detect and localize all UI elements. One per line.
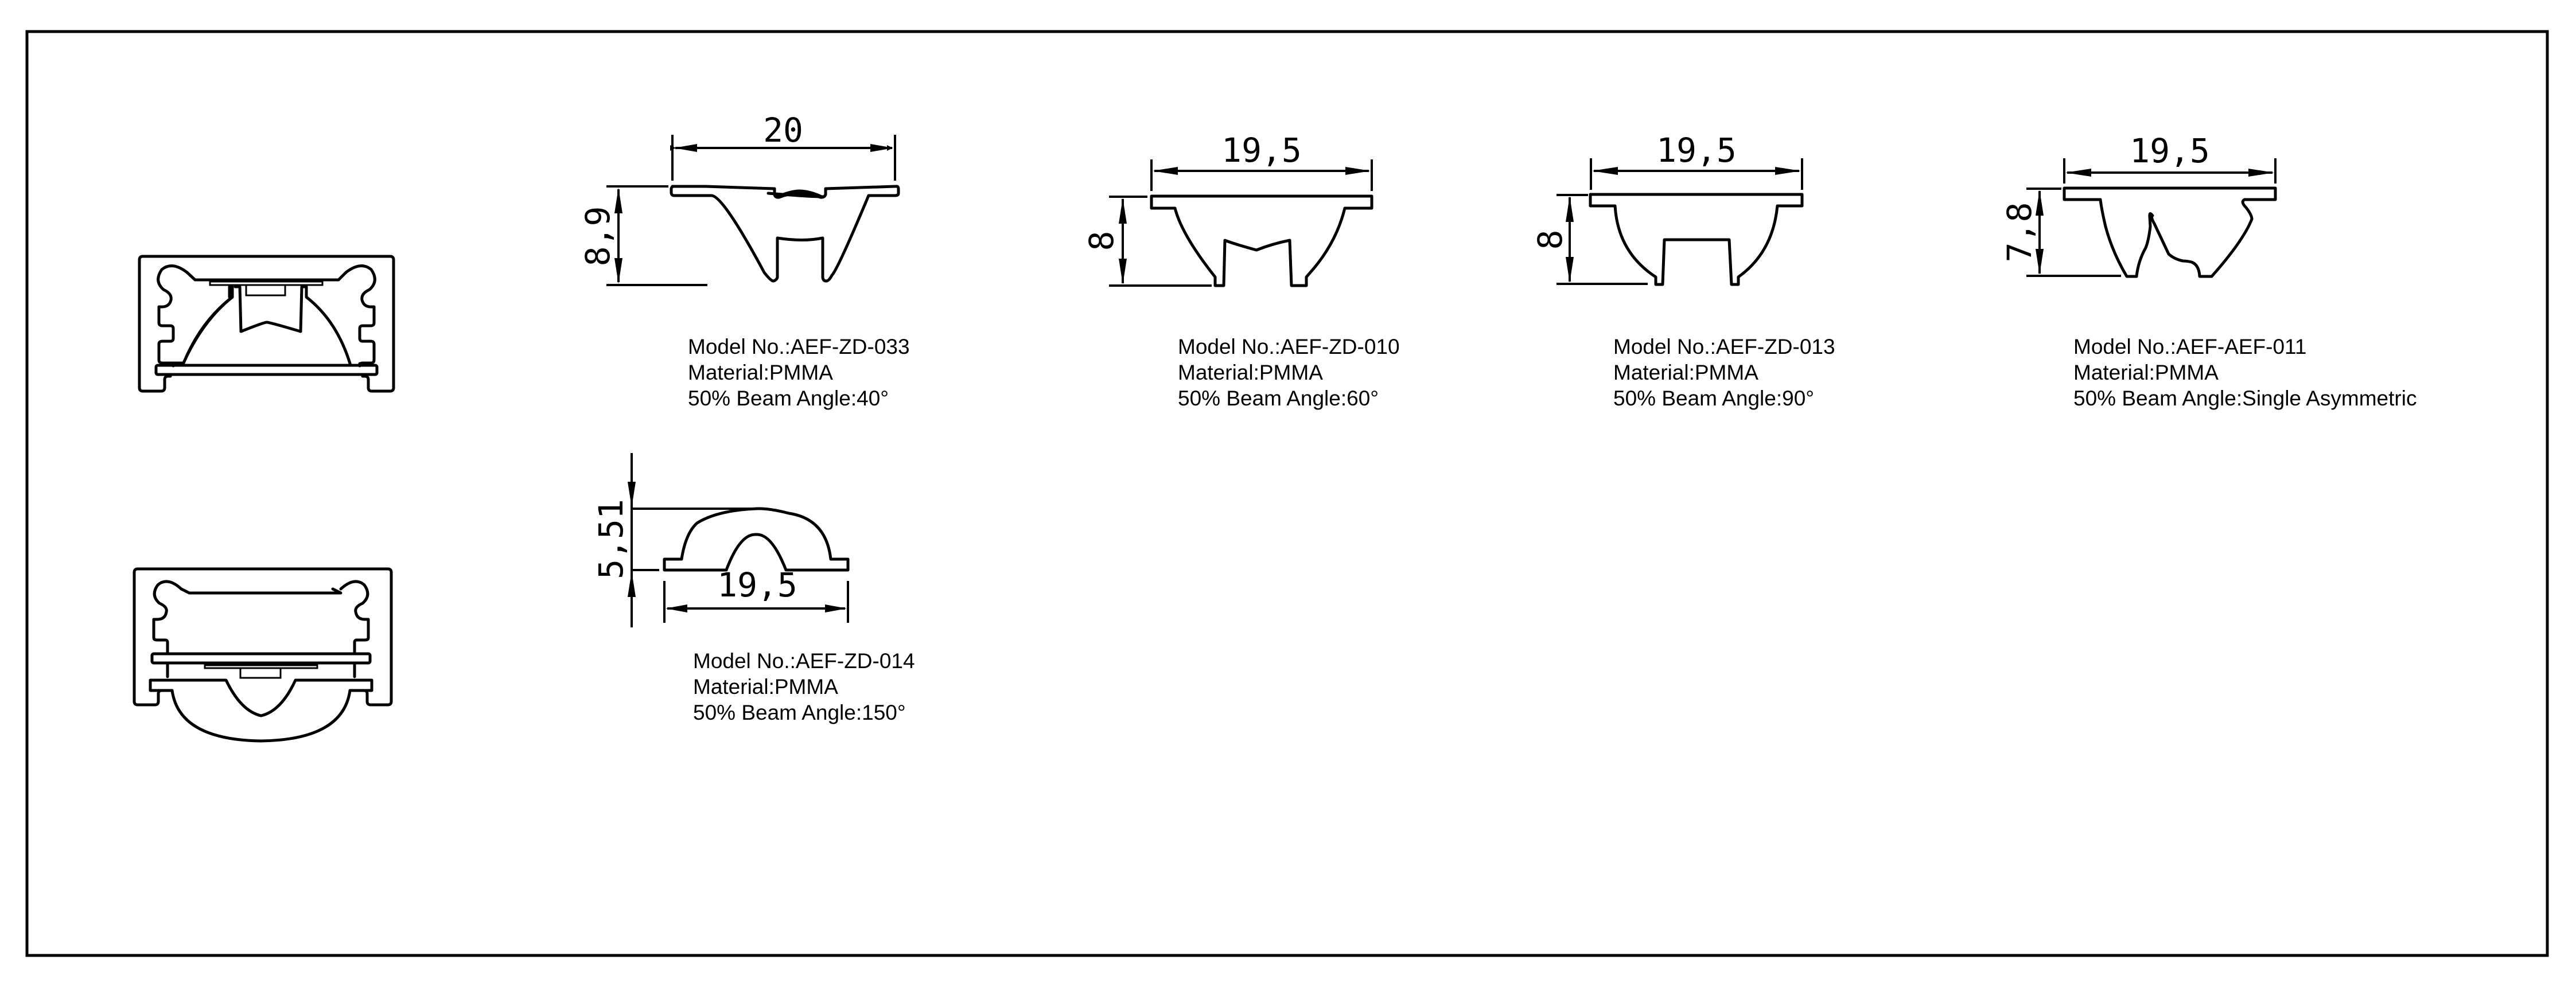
lens-drawing-aef011: 19,5 7,8 <box>2000 131 2277 278</box>
material: Material:PMMA <box>2073 361 2219 384</box>
width-dimension-label: 19,5 <box>1221 131 1302 170</box>
spec-block-aef011: Model No.:AEF-AEF-011 Material:PMMA 50% … <box>2073 334 2417 411</box>
beam-angle: 50% Beam Angle:90° <box>1613 387 1815 410</box>
model-number: Model No.:AEF-ZD-033 <box>688 335 910 358</box>
width-dimension-label: 19,5 <box>1656 131 1737 170</box>
lens-drawing-zd033: 20 8,9 <box>578 111 900 286</box>
beam-angle: 50% Beam Angle:40° <box>688 387 889 410</box>
spec-block-zd013: Model No.:AEF-ZD-013 Material:PMMA 50% B… <box>1613 334 1835 411</box>
lens-drawing-zd010: 19,5 8 <box>1082 131 1373 287</box>
model-number: Model No.:AEF-ZD-010 <box>1178 335 1400 358</box>
model-number: Model No.:AEF-ZD-014 <box>693 649 915 673</box>
drawing-frame <box>25 30 2549 957</box>
material: Material:PMMA <box>693 675 838 699</box>
spec-block-zd014: Model No.:AEF-ZD-014 Material:PMMA 50% B… <box>693 648 915 725</box>
width-dimension-label: 19,5 <box>717 565 797 604</box>
height-dimension-label: 8,9 <box>578 206 617 267</box>
profile-assembly-deep-lens <box>138 255 395 393</box>
beam-angle: 50% Beam Angle:150° <box>693 701 906 724</box>
height-dimension-label: 8 <box>1082 231 1121 251</box>
lens-drawing-zd014: 19,5 5,51 <box>592 453 850 627</box>
spec-block-zd033: Model No.:AEF-ZD-033 Material:PMMA 50% B… <box>688 334 910 411</box>
beam-angle: 50% Beam Angle:60° <box>1178 387 1379 410</box>
profile-assembly-dome-lens <box>133 567 393 743</box>
width-dimension-label: 20 <box>763 111 803 150</box>
width-dimension-label: 19,5 <box>2130 131 2210 170</box>
material: Material:PMMA <box>1178 361 1323 384</box>
height-dimension-label: 7,8 <box>2000 202 2039 263</box>
height-dimension-label: 5,51 <box>592 499 631 579</box>
height-dimension-label: 8 <box>1531 230 1570 250</box>
beam-angle: 50% Beam Angle:Single Asymmetric <box>2073 387 2417 410</box>
model-number: Model No.:AEF-AEF-011 <box>2073 335 2307 358</box>
material: Material:PMMA <box>1613 361 1758 384</box>
model-number: Model No.:AEF-ZD-013 <box>1613 335 1835 358</box>
spec-block-zd010: Model No.:AEF-ZD-010 Material:PMMA 50% B… <box>1178 334 1400 411</box>
lens-drawing-zd013: 19,5 8 <box>1531 131 1804 286</box>
material: Material:PMMA <box>688 361 833 384</box>
